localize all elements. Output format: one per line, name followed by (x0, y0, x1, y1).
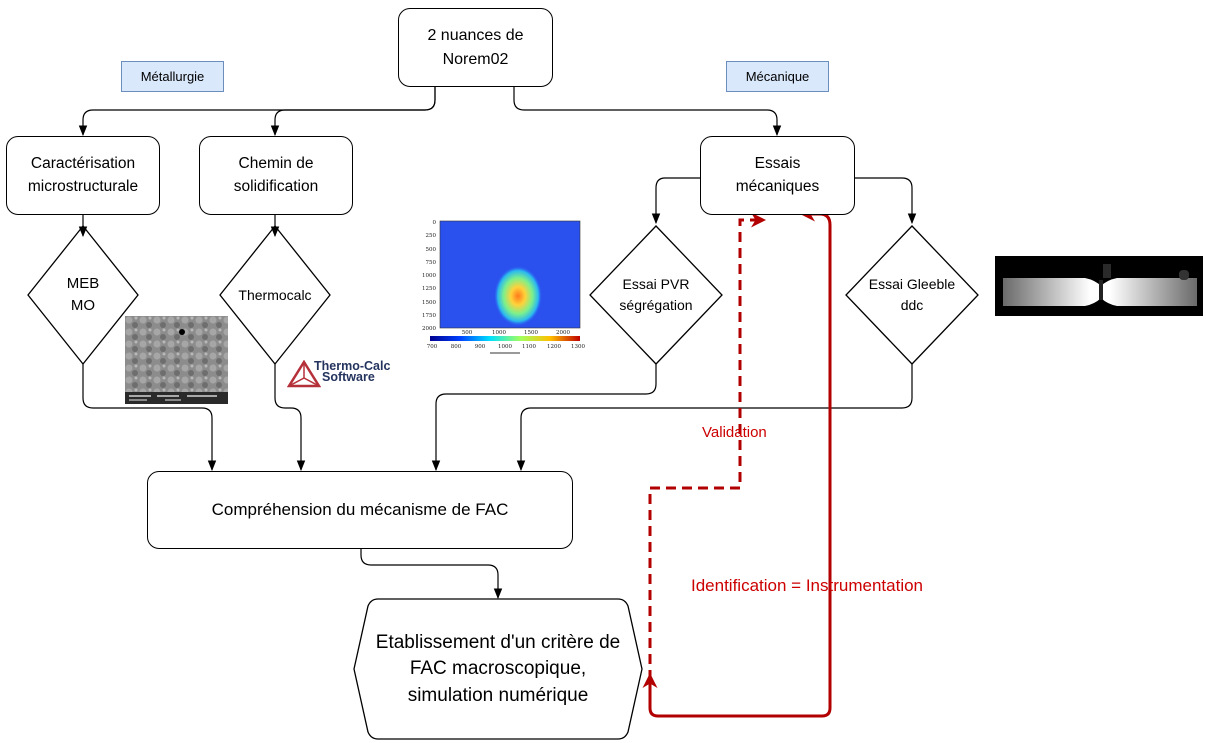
heatmap-ytick: 1000 (422, 273, 436, 279)
thermocalc-logo-icon (287, 360, 321, 388)
edge-comprehension-etablissement (360, 549, 503, 600)
edge-essais-pvr (651, 177, 700, 225)
heatmap-ytick: 1750 (422, 313, 436, 319)
edge-root-essais (513, 87, 782, 137)
tag-metallurgie[interactable]: Métallurgie (121, 61, 224, 92)
tag-metallurgie-label: Métallurgie (140, 69, 205, 84)
thermocalc-logo-line1: Thermo-Calc (314, 359, 391, 373)
node-meb[interactable]: MEB MO (40, 270, 126, 320)
heatmap-ytick: 2000 (422, 326, 436, 332)
heatmap-cbar-tick: 1300 (571, 344, 585, 350)
label-validation: Validation (702, 424, 767, 441)
edge-validation (648, 212, 766, 680)
heatmap-ytick: 500 (426, 247, 437, 253)
heatmap-ytick: 1500 (422, 300, 436, 306)
heatmap-cbar-tick: 800 (451, 344, 462, 350)
heatmap-ytick: 250 (426, 233, 437, 239)
edge-meb-comprehension (82, 364, 217, 472)
heatmap-cbar-tick: 1100 (522, 344, 536, 350)
node-gleeble-label: Essai Gleeble ddc (868, 276, 956, 313)
thermocalc-logo-line2: Software (322, 370, 375, 384)
node-gleeble[interactable]: Essai Gleeble ddc (856, 270, 968, 320)
heatmap-xtick: 1500 (524, 330, 538, 336)
heatmap-ytick: 750 (426, 260, 437, 266)
heatmap-cbar-tick: 1000 (498, 344, 512, 350)
edge-thermocalc-comprehension (274, 364, 306, 472)
thermocalc-logo-text: Thermo-Calc Software (314, 359, 391, 384)
edge-gleeble-comprehension (516, 364, 913, 472)
node-root[interactable]: 2 nuances de Norem02 (398, 8, 553, 87)
node-etablissement-label: Etablissement d'un critère de FAC macros… (375, 632, 621, 706)
tag-mecanique[interactable]: Mécanique (726, 61, 829, 92)
node-essais[interactable]: Essais mécaniques (700, 136, 855, 215)
label-identification: Identification = Instrumentation (691, 576, 923, 595)
node-comprehension-label: Compréhension du mécanisme de FAC (211, 499, 509, 519)
node-thermocalc-label: Thermocalc (238, 286, 312, 303)
node-chemin-label: Chemin de solidification (233, 155, 319, 195)
node-caracterisation-label: Caractérisation microstructurale (27, 155, 139, 195)
edge-essais-gleeble (855, 177, 917, 225)
node-caracterisation[interactable]: Caractérisation microstructurale (6, 136, 160, 215)
node-etablissement[interactable]: Etablissement d'un critère de FAC macros… (360, 606, 636, 733)
node-root-label: 2 nuances de Norem02 (427, 27, 524, 68)
node-thermocalc[interactable]: Thermocalc (228, 280, 322, 310)
node-pvr-label: Essai PVR ségrégation (619, 276, 693, 313)
tag-mecanique-label: Mécanique (745, 69, 810, 84)
node-meb-label: MEB MO (66, 274, 100, 315)
heatmap-cbar-tick: 900 (475, 344, 486, 350)
hexagon-etablissement (353, 598, 643, 740)
edge-identification (642, 225, 832, 718)
heatmap-ytick: 0 (433, 220, 437, 226)
edge-root-caracterisation (78, 87, 436, 137)
edge-root-chemin (270, 87, 436, 137)
edge-pvr-comprehension (431, 364, 657, 472)
sem-micrograph-image (125, 316, 228, 404)
node-chemin[interactable]: Chemin de solidification (199, 136, 353, 215)
heatmap-xtick: 1000 (492, 330, 506, 336)
node-essais-label: Essais mécaniques (735, 155, 820, 195)
heatmap-ytick: 1250 (422, 286, 436, 292)
heatmap-xtick: 500 (462, 330, 473, 336)
node-comprehension[interactable]: Compréhension du mécanisme de FAC (147, 471, 573, 549)
heatmap-cbar-tick: 700 (427, 344, 438, 350)
node-pvr[interactable]: Essai PVR ségrégation (600, 270, 712, 320)
edge-identification-top (800, 206, 832, 226)
heatmap-cbar-tick: 1200 (547, 344, 561, 350)
gleeble-specimen-image (995, 256, 1203, 316)
heatmap-xtick: 2000 (556, 330, 570, 336)
heatmap-image: 0 250 500 750 1000 1250 1500 1750 2000 5… (422, 220, 585, 354)
